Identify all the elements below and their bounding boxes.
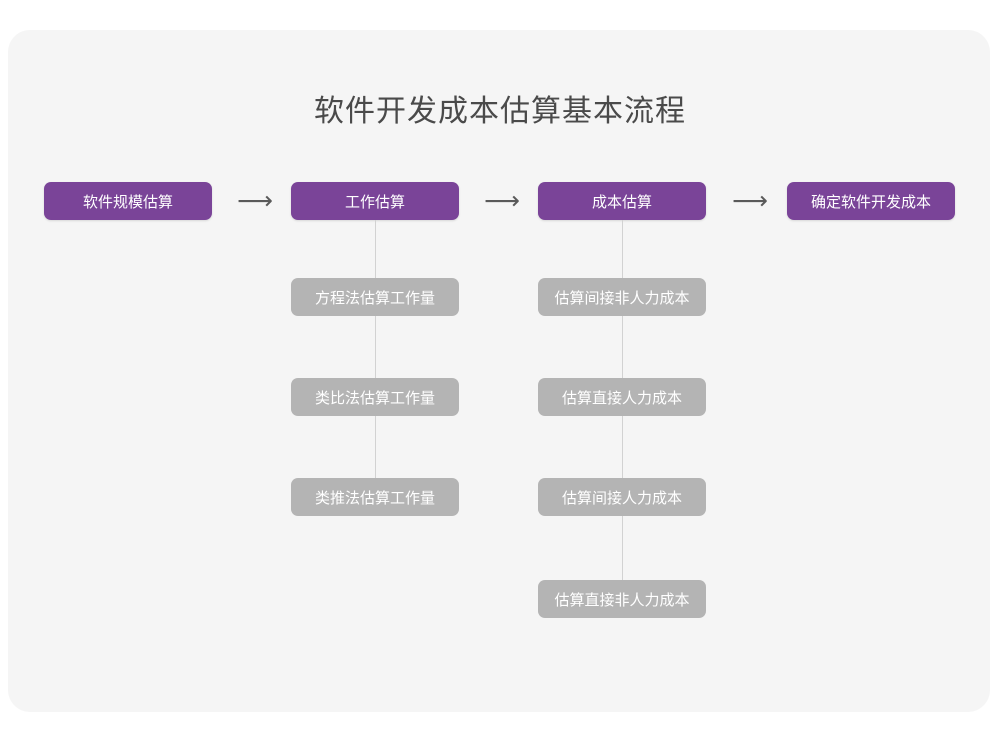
connector-branch-right-3 xyxy=(622,416,623,478)
flow-arrow-3: ⟶ xyxy=(732,186,768,215)
branch-node-left-1[interactable]: 方程法估算工作量 xyxy=(291,278,459,316)
branch-node-right-2[interactable]: 估算直接人力成本 xyxy=(538,378,706,416)
connector-branch-left-3 xyxy=(375,416,376,478)
flow-node-step2[interactable]: 工作估算 xyxy=(291,182,459,220)
connector-branch-right-4 xyxy=(622,516,623,580)
branch-node-right-4[interactable]: 估算直接非人力成本 xyxy=(538,580,706,618)
connector-branch-left-1 xyxy=(375,220,376,278)
branch-node-left-2[interactable]: 类比法估算工作量 xyxy=(291,378,459,416)
flow-arrow-2: ⟶ xyxy=(484,186,520,215)
flow-arrow-1: ⟶ xyxy=(237,186,273,215)
branch-node-right-3[interactable]: 估算间接人力成本 xyxy=(538,478,706,516)
branch-node-right-1[interactable]: 估算间接非人力成本 xyxy=(538,278,706,316)
page-title: 软件开发成本估算基本流程 xyxy=(314,95,686,128)
flow-node-step1[interactable]: 软件规模估算 xyxy=(44,182,212,220)
flow-node-step4[interactable]: 确定软件开发成本 xyxy=(787,182,955,220)
branch-node-left-3[interactable]: 类推法估算工作量 xyxy=(291,478,459,516)
connector-branch-right-2 xyxy=(622,316,623,378)
connector-branch-right-1 xyxy=(622,220,623,278)
connector-branch-left-2 xyxy=(375,316,376,378)
flow-node-step3[interactable]: 成本估算 xyxy=(538,182,706,220)
diagram-card xyxy=(8,30,990,712)
